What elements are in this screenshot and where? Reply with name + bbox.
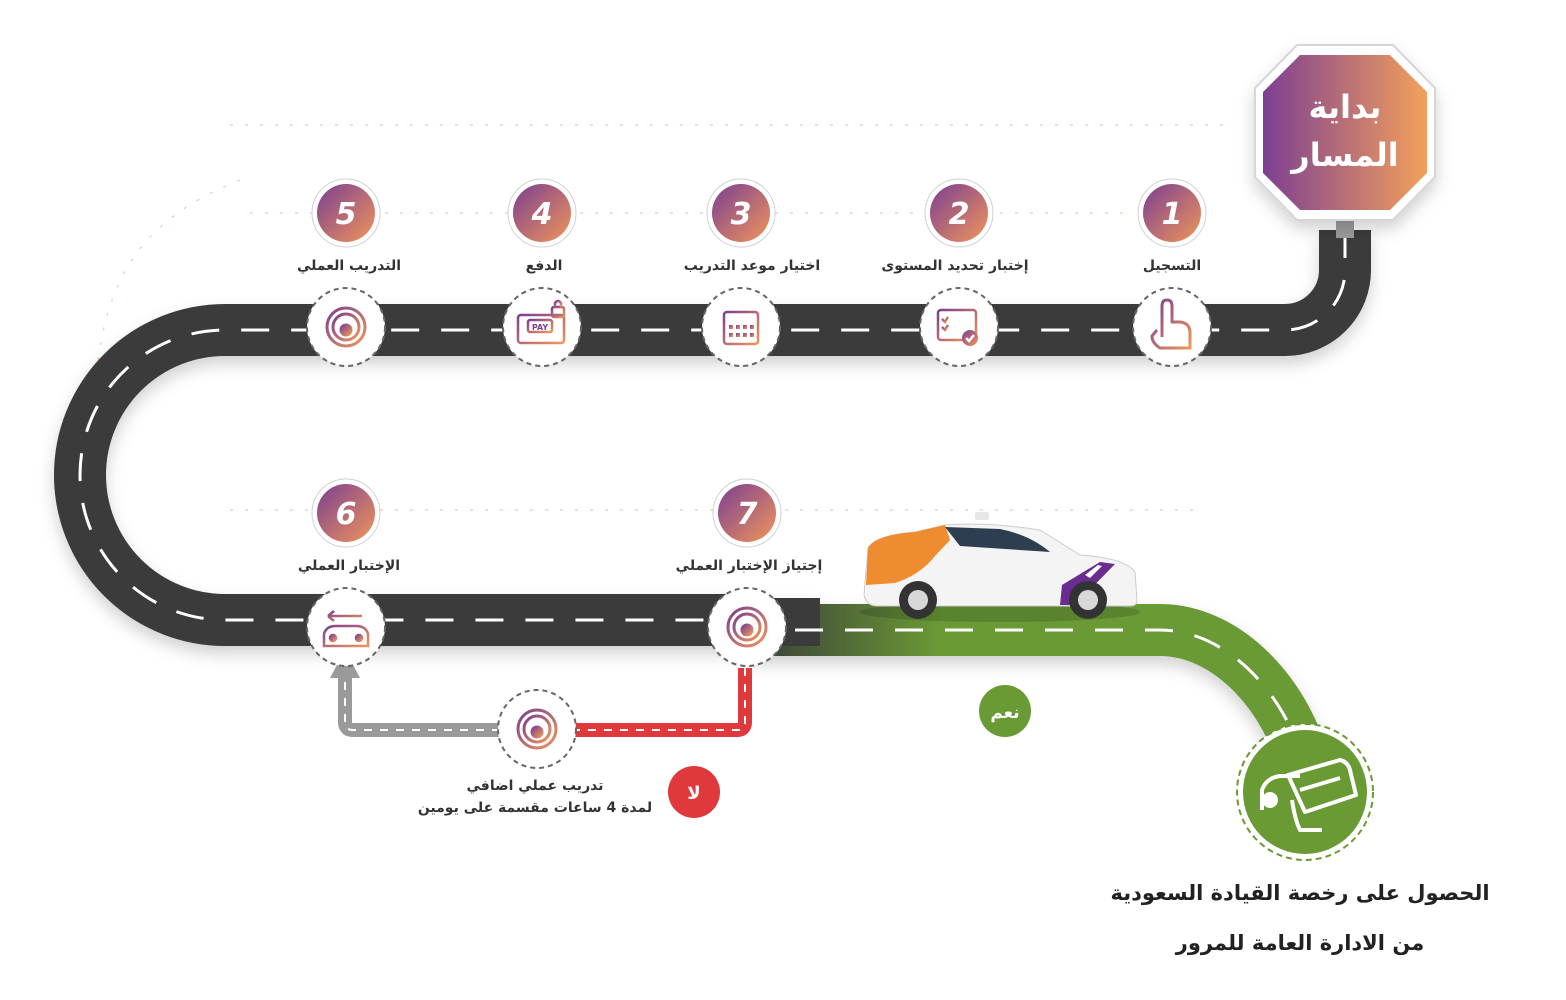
step-7-badge: 7 bbox=[712, 478, 782, 548]
car-test-icon bbox=[322, 610, 370, 648]
step-5-number: 5 bbox=[336, 197, 357, 232]
start-sign-line1: بداية bbox=[1309, 88, 1382, 126]
step-4-number: 4 bbox=[531, 197, 553, 232]
step-3-icon-circle bbox=[701, 287, 781, 367]
final-line1: الحصول على رخصة القيادة السعودية bbox=[1110, 881, 1489, 905]
step-2-label: إختبار تحديد المستوى bbox=[881, 258, 1028, 274]
step-4-label: الدفع bbox=[526, 258, 563, 274]
start-sign: بداية المسار bbox=[1254, 44, 1436, 238]
steering-wheel-icon bbox=[325, 306, 367, 348]
license-badge bbox=[1236, 723, 1374, 861]
steering-wheel-icon bbox=[516, 708, 558, 750]
steering-wheel-icon bbox=[726, 606, 768, 648]
extra-training-line2: لمدة 4 ساعات مقسمة على يومين bbox=[418, 800, 652, 816]
step-4-icon-circle: PAY bbox=[502, 287, 582, 367]
step-2-number: 2 bbox=[949, 197, 970, 232]
pointing-hand-icon bbox=[1150, 298, 1192, 350]
pay-card-icon bbox=[516, 299, 566, 345]
step-number-badges: 1 2 3 4 5 6 7 bbox=[311, 178, 1207, 548]
step-5-badge: 5 bbox=[311, 178, 381, 248]
car-license-icon bbox=[1260, 758, 1358, 832]
final-line2: من الادارة العامة للمرور bbox=[1175, 931, 1424, 955]
car-illustration bbox=[860, 512, 1140, 622]
yes-badge: نعم bbox=[979, 685, 1031, 737]
step-7-icon-circle bbox=[707, 587, 787, 667]
step-4-badge: 4 bbox=[507, 178, 577, 248]
step-3-label: اختيار موعد التدريب bbox=[684, 258, 820, 274]
pay-icon-text: PAY bbox=[532, 323, 549, 332]
step-6-number: 6 bbox=[336, 497, 357, 532]
step-2-badge: 2 bbox=[924, 178, 994, 248]
no-badge-label: لا bbox=[687, 783, 700, 804]
step-5-icon-circle bbox=[306, 287, 386, 367]
no-badge: لا bbox=[668, 766, 720, 818]
step-6-icon-circle bbox=[306, 587, 386, 667]
step-1-label: التسجيل bbox=[1143, 258, 1201, 274]
step-5-label: التدريب العملي bbox=[297, 258, 401, 274]
step-labels: التسجيل إختبار تحديد المستوى اختيار موعد… bbox=[297, 258, 1201, 574]
step-7-label: إجتياز الإختبار العملي bbox=[676, 558, 823, 574]
step-2-icon-circle bbox=[919, 287, 999, 367]
extra-training-icon-circle bbox=[497, 689, 577, 769]
step-icons: PAY bbox=[306, 287, 1212, 769]
step-6-label: الإختبار العملي bbox=[298, 558, 400, 574]
step-1-badge: 1 bbox=[1137, 178, 1207, 248]
start-sign-line2: المسار bbox=[1289, 136, 1398, 174]
guide-dots bbox=[94, 124, 1230, 511]
step-7-number: 7 bbox=[737, 497, 758, 532]
step-1-number: 1 bbox=[1162, 197, 1183, 232]
step-6-badge: 6 bbox=[311, 478, 381, 548]
step-3-badge: 3 bbox=[706, 178, 776, 248]
calendar-icon bbox=[722, 308, 760, 346]
yes-badge-label: نعم bbox=[990, 703, 1019, 723]
checklist-icon bbox=[936, 308, 978, 346]
step-3-number: 3 bbox=[731, 197, 752, 232]
step-1-icon-circle bbox=[1132, 287, 1212, 367]
extra-training-line1: تدريب عملي اضافي bbox=[467, 778, 604, 794]
